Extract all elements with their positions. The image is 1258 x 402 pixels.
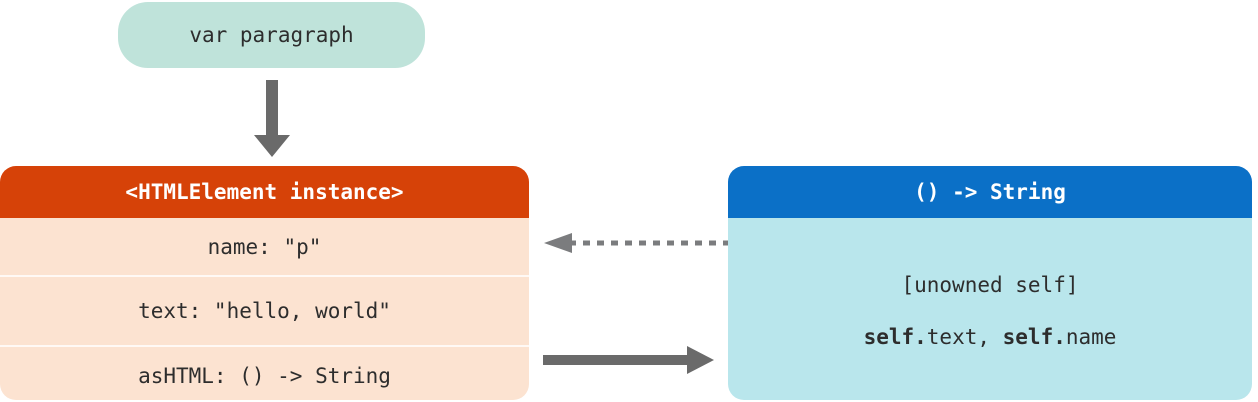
closure-seg-self1: self. — [863, 325, 927, 349]
instance-box-body: name: "p" text: "hello, world" asHTML: (… — [0, 218, 529, 400]
closure-seg-self2: self. — [1002, 325, 1066, 349]
closure-box-body: [unowned self] self.text, self.name — [728, 218, 1252, 400]
closure-box-header: () -> String — [728, 166, 1252, 218]
capture-list: [unowned self] — [901, 273, 1079, 297]
instance-box-header: <HTMLElement instance> — [0, 166, 529, 218]
closure-box: () -> String [unowned self] self.text, s… — [728, 166, 1252, 400]
closure-body-expression: self.text, self.name — [864, 324, 1117, 350]
closure-seg-text: text, — [926, 325, 1003, 349]
assignment-arrow — [254, 80, 290, 157]
instance-row-ashtml: asHTML: () -> String — [0, 345, 529, 400]
strong-reference-arrow — [543, 346, 714, 374]
instance-row-name: name: "p" — [207, 234, 322, 259]
instance-row-text: text: "hello, world" — [0, 275, 529, 345]
closure-seg-name: name — [1065, 325, 1117, 349]
htmlelement-instance-box: <HTMLElement instance> name: "p" text: "… — [0, 166, 529, 400]
unowned-reference-arrow — [544, 233, 730, 253]
variable-box: var paragraph — [118, 2, 425, 68]
variable-label: var paragraph — [189, 23, 354, 47]
